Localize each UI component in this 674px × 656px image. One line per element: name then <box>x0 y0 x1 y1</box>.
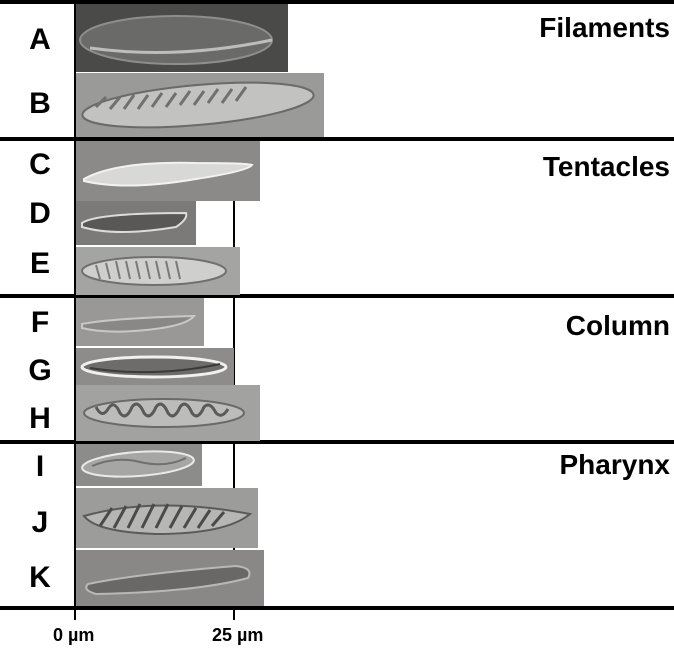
section-title-pharynx: Pharynx <box>559 449 671 480</box>
micrograph-e <box>76 247 240 295</box>
panel-label-g: G <box>28 354 52 387</box>
micrograph-h <box>76 385 260 441</box>
section-divider-column <box>0 294 674 298</box>
bottom-divider <box>0 606 674 610</box>
panel-label-f: F <box>30 306 50 339</box>
section-title-filaments: Filaments <box>539 12 670 43</box>
panel-label-c: C <box>29 148 51 181</box>
panel-label-h: H <box>29 402 51 435</box>
micrograph-j <box>76 488 258 548</box>
section-divider-tentacles <box>0 137 674 141</box>
top-divider <box>0 0 674 4</box>
micrograph-d <box>76 201 196 245</box>
section-title-tentacles: Tentacles <box>542 151 670 182</box>
micrograph-a <box>76 4 288 72</box>
section-divider-pharynx <box>0 440 674 444</box>
scale-label-25: 25 µm <box>212 625 264 645</box>
panel-label-k: K <box>29 561 51 594</box>
panel-label-e: E <box>29 247 50 280</box>
panel-label-b: B <box>29 87 51 120</box>
panel-label-j: J <box>31 506 49 539</box>
panel-label-d: D <box>29 197 51 230</box>
micrograph-b <box>76 73 324 137</box>
micrograph-g <box>76 348 234 386</box>
micrograph-c <box>76 141 260 201</box>
panel-label-a: A <box>29 23 51 56</box>
micrograph-i <box>76 444 202 486</box>
scale-label-zero: 0 µm <box>53 625 95 645</box>
micrograph-f <box>76 298 204 346</box>
section-title-column: Column <box>565 310 670 341</box>
micrograph-k <box>76 550 264 606</box>
zero-scale-line <box>74 0 76 620</box>
panel-label-i: I <box>35 450 45 483</box>
